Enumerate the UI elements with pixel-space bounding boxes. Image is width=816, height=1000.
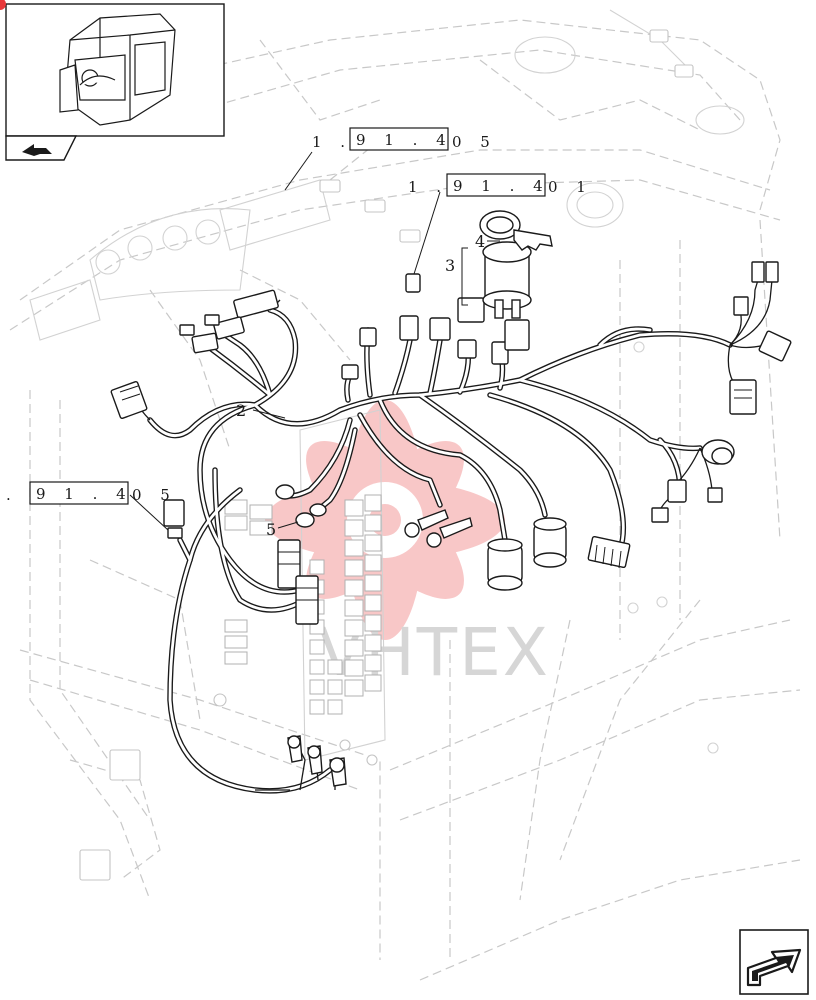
connectors-lower-right xyxy=(587,479,723,569)
back-tab[interactable] xyxy=(5,135,78,161)
reference-1-prefix: 1 . xyxy=(312,133,352,151)
connector-group-right xyxy=(729,261,792,415)
leader-lines xyxy=(129,151,500,531)
ring-terminals-center xyxy=(404,509,473,548)
arrow-forward-icon xyxy=(746,948,802,987)
ignition-switch xyxy=(482,241,532,351)
callout-4: 4 xyxy=(475,232,485,251)
reference-3-code: 9 1 . 4 xyxy=(36,485,133,503)
arrow-back-icon xyxy=(22,144,52,156)
reference-2-prefix: 1 . xyxy=(408,178,448,196)
reference-2-code: 9 1 . 4 xyxy=(453,177,550,195)
next-page-button[interactable] xyxy=(739,929,809,995)
reference-1-code: 9 1 . 4 xyxy=(356,131,453,149)
reference-2-suffix: 0 1 xyxy=(548,178,593,196)
reference-1-suffix: 0 5 xyxy=(452,133,497,151)
reference-3[interactable]: . 9 1 . 4 0 5 xyxy=(6,481,177,505)
callout-2: 2 xyxy=(236,401,246,420)
relay-blocks-left xyxy=(277,539,319,625)
round-connector-right xyxy=(701,439,735,465)
reference-1[interactable]: 1 . 9 1 . 4 0 5 xyxy=(312,127,497,151)
reference-2[interactable]: 1 . 9 1 . 4 0 1 xyxy=(408,173,593,197)
ground-terminals-bottom xyxy=(287,735,347,787)
reference-3-suffix: 0 5 xyxy=(132,486,177,504)
small-plugs-left-center xyxy=(275,484,327,528)
reference-3-prefix: . xyxy=(6,486,18,504)
callout-5: 5 xyxy=(266,520,276,539)
callout-3: 3 xyxy=(445,256,455,275)
connector-group-top-left xyxy=(179,289,279,354)
thumbnail-inset[interactable] xyxy=(0,0,225,137)
ignition-key xyxy=(479,210,553,251)
cab-thumbnail-illustration xyxy=(59,13,176,126)
connector-left xyxy=(110,380,185,539)
round-plugs-center xyxy=(487,517,567,591)
connector-row-center xyxy=(341,273,509,380)
